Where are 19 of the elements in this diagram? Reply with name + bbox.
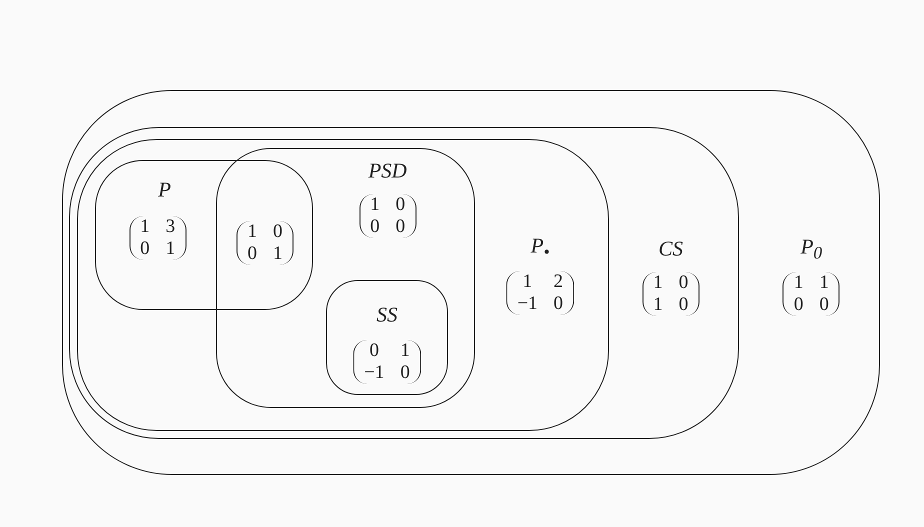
set-name: CS <box>658 236 684 262</box>
set-region <box>326 280 448 395</box>
matrix: 1 0 0 0 <box>359 194 416 238</box>
matrix: 1 0 0 1 <box>236 221 294 265</box>
set-name: P <box>158 177 171 202</box>
set-region <box>62 90 880 475</box>
set-name: PSD <box>368 158 407 184</box>
matrix: 1 2 −1 0 <box>506 271 574 316</box>
matrix: 1 3 0 1 <box>129 216 186 260</box>
set-name: SS <box>376 302 398 328</box>
matrix: 1 0 1 0 <box>642 272 700 316</box>
matrix: 0 1 −1 0 <box>353 340 421 384</box>
set-name: P$_{•}$ <box>530 234 550 263</box>
set-region <box>69 127 740 440</box>
set-region <box>216 148 476 408</box>
set-region <box>76 138 609 431</box>
matrix: 1 1 0 0 <box>782 272 840 316</box>
set-name: P$_{0}$ <box>800 234 822 264</box>
set-region <box>95 160 314 310</box>
